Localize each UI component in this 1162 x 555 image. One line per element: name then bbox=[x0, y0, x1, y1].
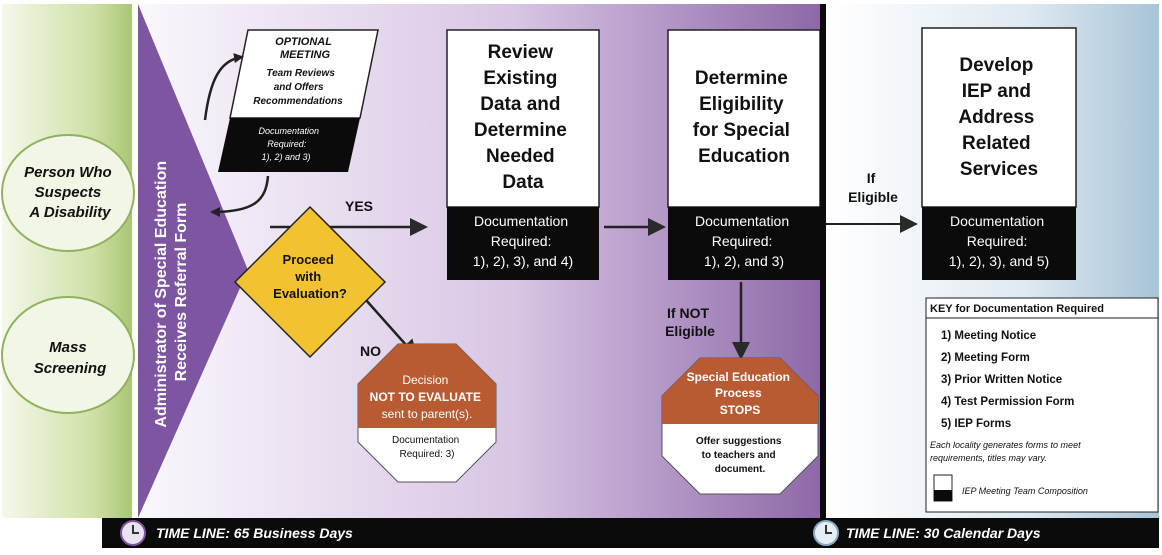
iep-box bbox=[921, 27, 1077, 208]
eligibility-title: Determine Eligibility for Special Educat… bbox=[693, 68, 795, 167]
iep-doc-box bbox=[922, 207, 1076, 280]
timeline-left-label: TIME LINE: 65 Business Days bbox=[156, 525, 353, 541]
eligibility-doc: Documentation Required: 1), 2), and 3) bbox=[695, 213, 793, 269]
not-evaluate-text: Decision NOT TO EVALUATE sent to parent(… bbox=[370, 373, 485, 421]
referral-source-panel bbox=[2, 4, 132, 518]
decision-label: Proceed with Evaluation? bbox=[273, 252, 347, 301]
iep-title: Develop IEP and Address Related Services bbox=[958, 55, 1039, 180]
arrow-to-optional-meeting bbox=[203, 53, 244, 121]
no-label: NO bbox=[360, 343, 381, 359]
process-stops-text: Special Education Process STOPS bbox=[687, 370, 794, 417]
review-data-title: Review Existing Data and Determine Neede… bbox=[474, 42, 572, 193]
clock-hands-icon bbox=[825, 525, 832, 534]
decision-diamond bbox=[233, 205, 387, 359]
timeline-left-bar bbox=[102, 518, 826, 548]
stop-not-evaluate bbox=[357, 343, 497, 483]
key-box bbox=[925, 297, 1159, 513]
timeline-right-bar bbox=[826, 518, 1159, 548]
key-items: 1) Meeting Notice 2) Meeting Form 3) Pri… bbox=[941, 330, 1078, 430]
optional-meeting-doc: Documentation Required: 1), 2) and 3) bbox=[258, 126, 321, 162]
review-data-doc: Documentation Required: 1), 2), 3), and … bbox=[473, 213, 573, 269]
optional-meeting-doc-box bbox=[218, 118, 360, 172]
key-legend-swatch-fill bbox=[934, 490, 952, 501]
arrow-from-optional-meeting bbox=[210, 175, 270, 217]
eligibility-doc-box bbox=[668, 207, 820, 280]
if-not-eligible-label: If NOT Eligible bbox=[665, 305, 715, 339]
mass-screening-label: Mass Screening bbox=[34, 339, 107, 377]
clock-hands-icon bbox=[132, 525, 139, 534]
not-evaluate-doc: Documentation Required: 3) bbox=[392, 435, 462, 460]
process-stops-note: Offer suggestions to teachers and docume… bbox=[696, 436, 784, 475]
key-note: Each locality generates forms to meet re… bbox=[930, 440, 1083, 463]
person-suspects-label: Person Who Suspects A Disability bbox=[24, 164, 116, 221]
optional-meeting-title: OPTIONAL MEETING bbox=[275, 36, 335, 61]
yes-label: YES bbox=[345, 198, 373, 214]
admin-wedge bbox=[138, 4, 248, 518]
if-eligible-label: If Eligible bbox=[848, 170, 898, 205]
key-title: KEY for Documentation Required bbox=[930, 303, 1104, 315]
review-data-doc-box bbox=[447, 207, 599, 280]
phase-divider bbox=[820, 4, 826, 518]
mass-screening-ellipse bbox=[1, 296, 135, 414]
eligibility-box bbox=[667, 29, 821, 208]
person-suspects-ellipse bbox=[1, 134, 135, 252]
iep-doc: Documentation Required: 1), 2), 3), and … bbox=[949, 213, 1049, 269]
timeline-right-label: TIME LINE: 30 Calendar Days bbox=[846, 525, 1041, 541]
stop-process bbox=[661, 357, 819, 495]
key-legend-label: IEP Meeting Team Composition bbox=[962, 486, 1088, 496]
optional-meeting-body: Team Reviews and Offers Recommendations bbox=[253, 68, 343, 107]
admin-label: Administrator of Special Education Recei… bbox=[153, 156, 190, 427]
